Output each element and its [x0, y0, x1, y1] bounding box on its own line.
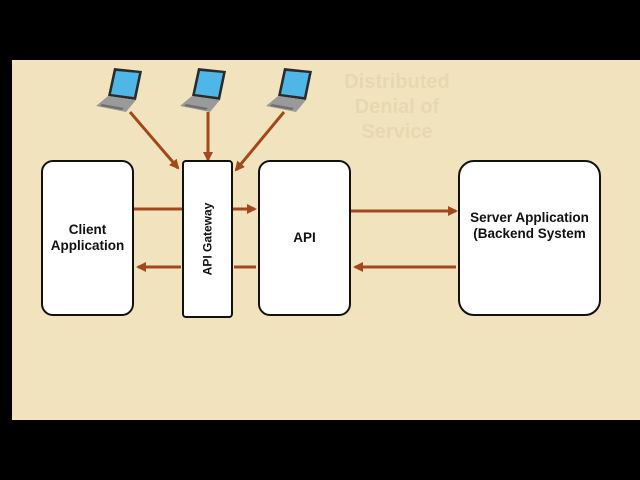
laptop-icon [180, 68, 226, 112]
arrow-laptop3-to-gateway [234, 111, 286, 172]
title-line: Denial of [354, 96, 440, 118]
client-application-box: Client Application [41, 160, 134, 316]
api-label: API [293, 230, 316, 245]
client-label-line: Application [50, 238, 125, 253]
diagram-canvas: Distributed Denial of Service [12, 60, 640, 420]
api-gateway-label: API Gateway [200, 202, 215, 276]
api-gateway-box: API Gateway [182, 160, 233, 318]
diagram-title: Distributed Denial of Service [312, 70, 482, 145]
server-application-box: Server Application (Backend System [458, 160, 601, 316]
api-box: API [258, 160, 351, 316]
client-label-line: Client [68, 222, 107, 237]
server-label-line: (Backend System [473, 226, 586, 241]
title-line: Service [361, 121, 433, 143]
arrow-laptop1-to-gateway [128, 111, 180, 170]
server-label-line: Server Application [470, 210, 589, 225]
title-line: Distributed [344, 71, 450, 93]
laptop-icon [266, 68, 312, 112]
laptop-icon [96, 68, 142, 112]
arrows-layer [96, 68, 458, 272]
